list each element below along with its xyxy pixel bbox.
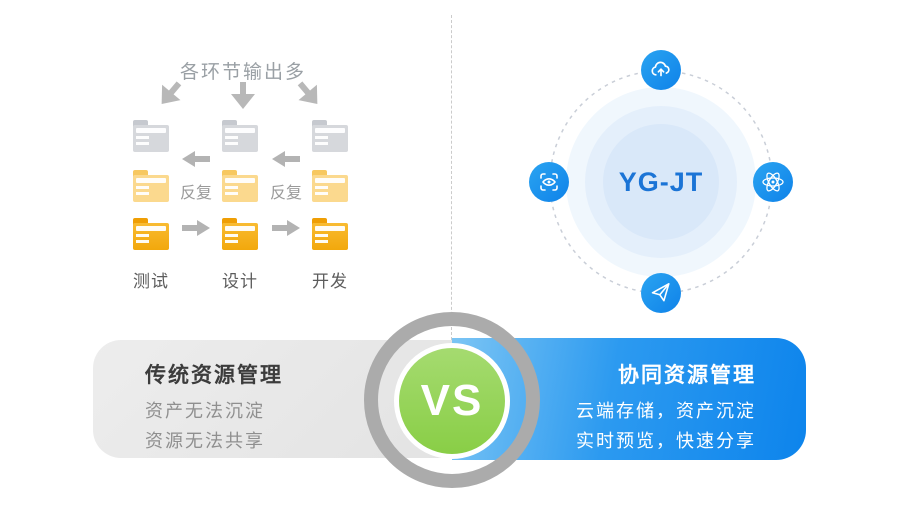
folder-icon bbox=[312, 218, 348, 250]
flow-title: 各环节输出多 bbox=[179, 62, 306, 83]
arrow-down-icon bbox=[230, 82, 256, 110]
send-plane-icon bbox=[641, 273, 681, 313]
vs-badge: VS bbox=[394, 343, 510, 459]
folder-icon bbox=[312, 170, 348, 202]
collaborative-title: 协同资源管理 bbox=[618, 364, 756, 387]
folder-icon bbox=[133, 120, 169, 152]
repeat-label: 反复 bbox=[179, 185, 212, 202]
brand-label: YG-JT bbox=[618, 167, 704, 197]
folder-icon bbox=[133, 170, 169, 202]
stage-label-dev: 开发 bbox=[312, 272, 348, 291]
stage-label-design: 设计 bbox=[222, 272, 258, 291]
preview-scan-icon bbox=[529, 162, 569, 202]
cloud-upload-icon bbox=[641, 50, 681, 90]
arrow-left-icon bbox=[182, 150, 210, 168]
center-divider bbox=[451, 15, 452, 340]
glow-circle-inner bbox=[603, 124, 719, 240]
arrow-down-right-icon bbox=[290, 75, 328, 113]
collaborative-line-2: 实时预览，快速分享 bbox=[576, 431, 756, 451]
folder-icon bbox=[312, 120, 348, 152]
arrow-right-icon bbox=[272, 219, 300, 237]
traditional-line-1: 资产无法沉淀 bbox=[145, 401, 265, 421]
vs-label: VS bbox=[420, 376, 484, 425]
repeat-label: 反复 bbox=[269, 185, 302, 202]
arrow-left-icon bbox=[272, 150, 300, 168]
folder-icon bbox=[222, 120, 258, 152]
stage-label-test: 测试 bbox=[133, 272, 169, 291]
folder-icon bbox=[222, 218, 258, 250]
arrow-down-left-icon bbox=[151, 75, 189, 113]
collaborative-line-1: 云端存储，资产沉淀 bbox=[576, 401, 756, 421]
folder-icon bbox=[133, 218, 169, 250]
folder-icon bbox=[222, 170, 258, 202]
arrow-right-icon bbox=[182, 219, 210, 237]
atom-icon bbox=[753, 162, 793, 202]
traditional-line-2: 资源无法共享 bbox=[145, 431, 265, 451]
traditional-title: 传统资源管理 bbox=[145, 364, 283, 387]
